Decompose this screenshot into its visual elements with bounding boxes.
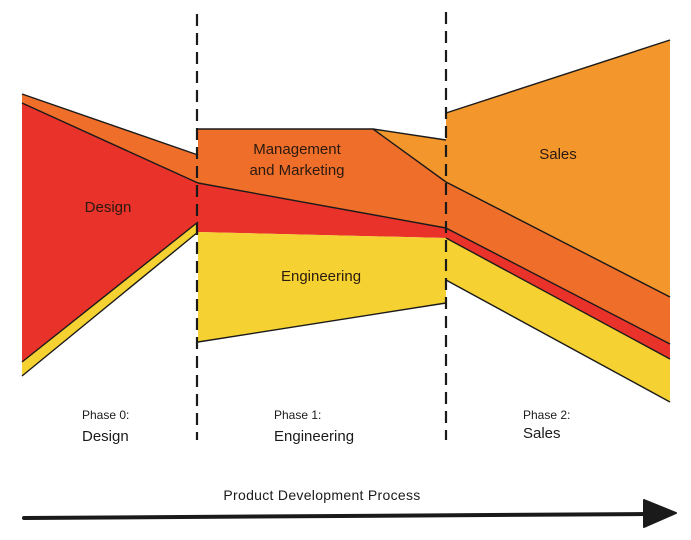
outline-phase2-design-eng [445, 237, 671, 360]
outline-phase1-mgmt-design [197, 182, 447, 229]
outline-phase1-sales-mgmt [372, 128, 447, 183]
band-design-phase2 [446, 228, 670, 359]
outline-phase0-design-eng [21, 221, 199, 363]
band-engineering-phase0 [22, 222, 198, 376]
band-design-phase1 [198, 183, 446, 238]
phase-2-name: Sales [523, 425, 561, 442]
outline-phase1-bottom [197, 302, 447, 343]
outline-phase2-sales-mgmt [445, 181, 671, 298]
band-label-design: Design [85, 199, 132, 216]
outline-phase2-top [445, 39, 671, 114]
band-label-sales: Sales [539, 146, 577, 163]
band-management-phase0 [22, 94, 198, 183]
phase-2-caption: Phase 2: [523, 408, 570, 422]
band-sales-phase2 [446, 40, 670, 297]
outline-phase2-bottom [445, 279, 671, 403]
outline-phase2-mgmt-design [445, 227, 671, 345]
band-engineering-phase1 [198, 232, 446, 342]
process-arrow-head [643, 499, 677, 528]
band-management-phase1 [198, 129, 446, 228]
outline-phase0-bottom [21, 231, 199, 377]
band-label-management-line1: Management [253, 141, 341, 158]
band-management-phase2 [446, 182, 670, 344]
band-label-engineering: Engineering [281, 268, 361, 285]
phase-1-caption: Phase 1: [274, 408, 321, 422]
process-arrow-shaft [22, 512, 650, 520]
band-engineering-phase2 [446, 238, 670, 402]
band-label-management-line2: and Marketing [249, 162, 344, 179]
outline-phase0-mgmt-design [21, 102, 199, 184]
band-design-phase0 [22, 103, 198, 362]
phase-0-caption: Phase 0: [82, 408, 129, 422]
process-label: Product Development Process [223, 487, 420, 503]
outline-phase0-top [21, 93, 199, 156]
phase-1-name: Engineering [274, 428, 354, 445]
phase-0-name: Design [82, 428, 129, 445]
